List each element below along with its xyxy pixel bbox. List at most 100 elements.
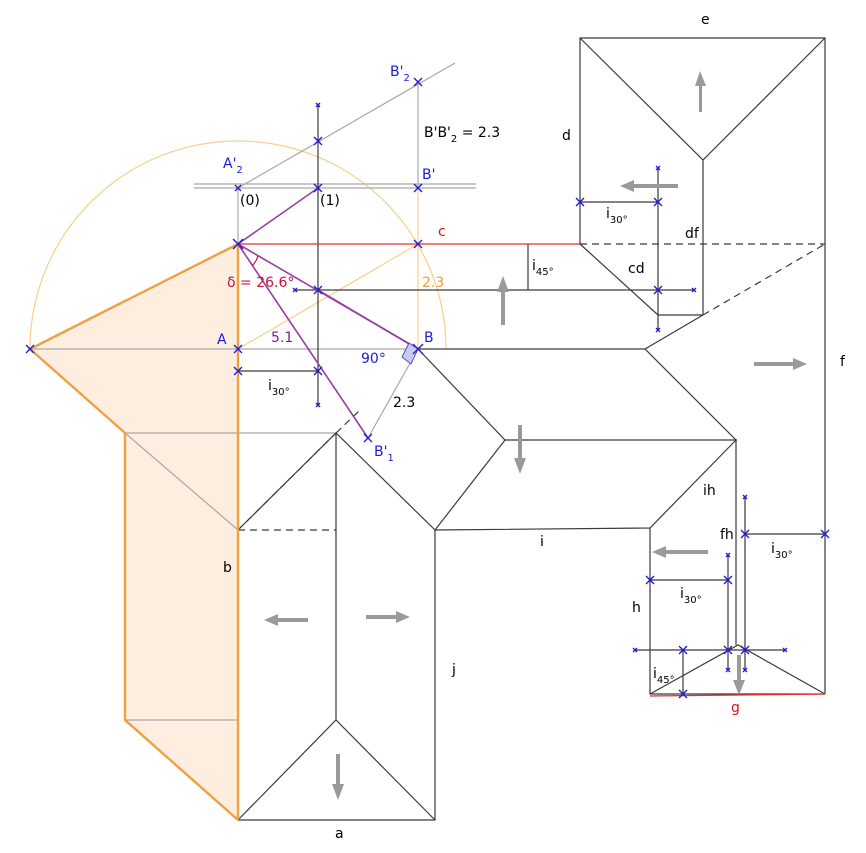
ridge-join	[644, 314, 704, 350]
label-i30-top: i30°	[606, 206, 628, 226]
rabatment-fill	[30, 244, 238, 820]
marker-g	[678, 689, 688, 699]
label-ih: ih	[703, 483, 716, 499]
label-B2: B'2	[390, 64, 410, 84]
equation-label: B'B'2 = 2.3	[424, 125, 500, 145]
hip-e	[579, 37, 826, 161]
label-g: g	[731, 700, 740, 716]
arrow-left-d	[620, 180, 678, 192]
marker-A2	[234, 184, 242, 192]
label-fh: fh	[720, 527, 734, 543]
dashed-hidden-b2	[335, 409, 361, 434]
marker-top-tick	[315, 102, 321, 108]
label-f: f	[840, 354, 846, 370]
marker-fh	[740, 529, 750, 539]
marker-1	[313, 183, 323, 193]
arrow-right-f	[754, 358, 807, 370]
eave-i	[434, 439, 737, 531]
arrow-up-c	[497, 276, 509, 325]
marker-apex	[232, 238, 244, 250]
marker-290-tick	[292, 287, 298, 293]
marker-top-i30-b	[653, 197, 663, 207]
marker-B	[412, 343, 424, 355]
label-cd: cd	[628, 261, 645, 277]
marker-cd-tick-bottom	[655, 327, 661, 333]
label-e: e	[701, 12, 710, 28]
perpendicular-B-B1	[367, 348, 419, 439]
arrow-left-ih	[652, 546, 708, 558]
marker-f	[820, 529, 830, 539]
marker-c	[413, 239, 423, 249]
marker-B1	[363, 433, 373, 443]
marker-650-c	[740, 645, 750, 655]
line-A-to-1	[237, 187, 319, 245]
marker-i30-b	[313, 366, 323, 376]
label-length-2-3: 2.3	[393, 395, 415, 411]
rabatment-outline	[27, 242, 240, 821]
arrow-down-g	[733, 655, 745, 695]
marker-cd-tick-right	[691, 287, 697, 293]
marker-650-b	[723, 645, 733, 655]
marker-B2	[413, 77, 423, 87]
label-i30-bottom: i30°	[680, 586, 702, 606]
label-B1: B'1	[374, 444, 394, 464]
marker-Bp	[413, 183, 423, 193]
arrow-down-a	[332, 754, 344, 800]
point-markers	[25, 77, 830, 699]
label-i: i	[540, 534, 544, 550]
arrow-up-e	[695, 71, 706, 112]
marker-h-b	[723, 575, 733, 585]
slope-line	[237, 62, 456, 189]
marker-i30-a	[233, 366, 243, 376]
delta-angle-arc	[251, 255, 259, 267]
marker-h-tick-top	[725, 552, 731, 558]
marker-290	[313, 285, 323, 295]
marker-slope	[313, 136, 323, 146]
marker-fh-tick-top	[742, 494, 748, 500]
slope-arrows	[264, 71, 807, 800]
rabatment-line-diagonal	[124, 432, 239, 531]
marker-bottom-tick	[315, 402, 321, 408]
marker-A	[233, 344, 243, 354]
label-length-2-3-orange: 2.3	[422, 275, 444, 291]
dashed-hidden-f	[702, 243, 826, 316]
hip-g	[649, 644, 826, 695]
construction-arc	[29, 140, 447, 350]
marker-650-right	[782, 647, 788, 653]
marker-h-a	[645, 575, 655, 585]
label-a: a	[335, 826, 344, 842]
line-290-to-B	[317, 289, 419, 350]
marker-cd-tick-top	[655, 165, 661, 171]
label-d: d	[562, 128, 571, 144]
label-delta: δ = 26.6°	[227, 275, 294, 291]
label-angle-90: 90°	[361, 351, 386, 367]
label-p1: (1)	[320, 193, 340, 209]
label-Bp: B'	[422, 167, 435, 183]
right-angle-marker	[401, 342, 419, 365]
label-i30-right: i30°	[771, 541, 793, 561]
arrow-left-b	[264, 614, 308, 626]
label-j: j	[451, 662, 456, 678]
label-point-A: A	[217, 332, 227, 348]
label-A2: A'2	[223, 156, 243, 176]
label-point-B: B	[424, 330, 434, 346]
valley-cd	[579, 243, 703, 316]
wing-e-outline	[579, 37, 826, 694]
label-h: h	[632, 600, 641, 616]
arrow-right-j	[366, 611, 410, 623]
marker-left	[25, 344, 35, 354]
valley-i	[434, 439, 506, 531]
marker-fh-tick-bottom	[742, 667, 748, 673]
arrow-down-i	[514, 425, 526, 474]
marker-650-a	[678, 645, 688, 655]
eave-ih-outline	[418, 348, 737, 645]
marker-h-tick-bottom	[725, 667, 731, 673]
label-p0: (0)	[240, 193, 260, 209]
ridge-i	[417, 348, 737, 441]
marker-top-i30-a	[575, 197, 585, 207]
marker-cd	[653, 285, 663, 295]
dashed-hidden-b	[237, 432, 337, 531]
eave-line-g	[649, 693, 826, 697]
